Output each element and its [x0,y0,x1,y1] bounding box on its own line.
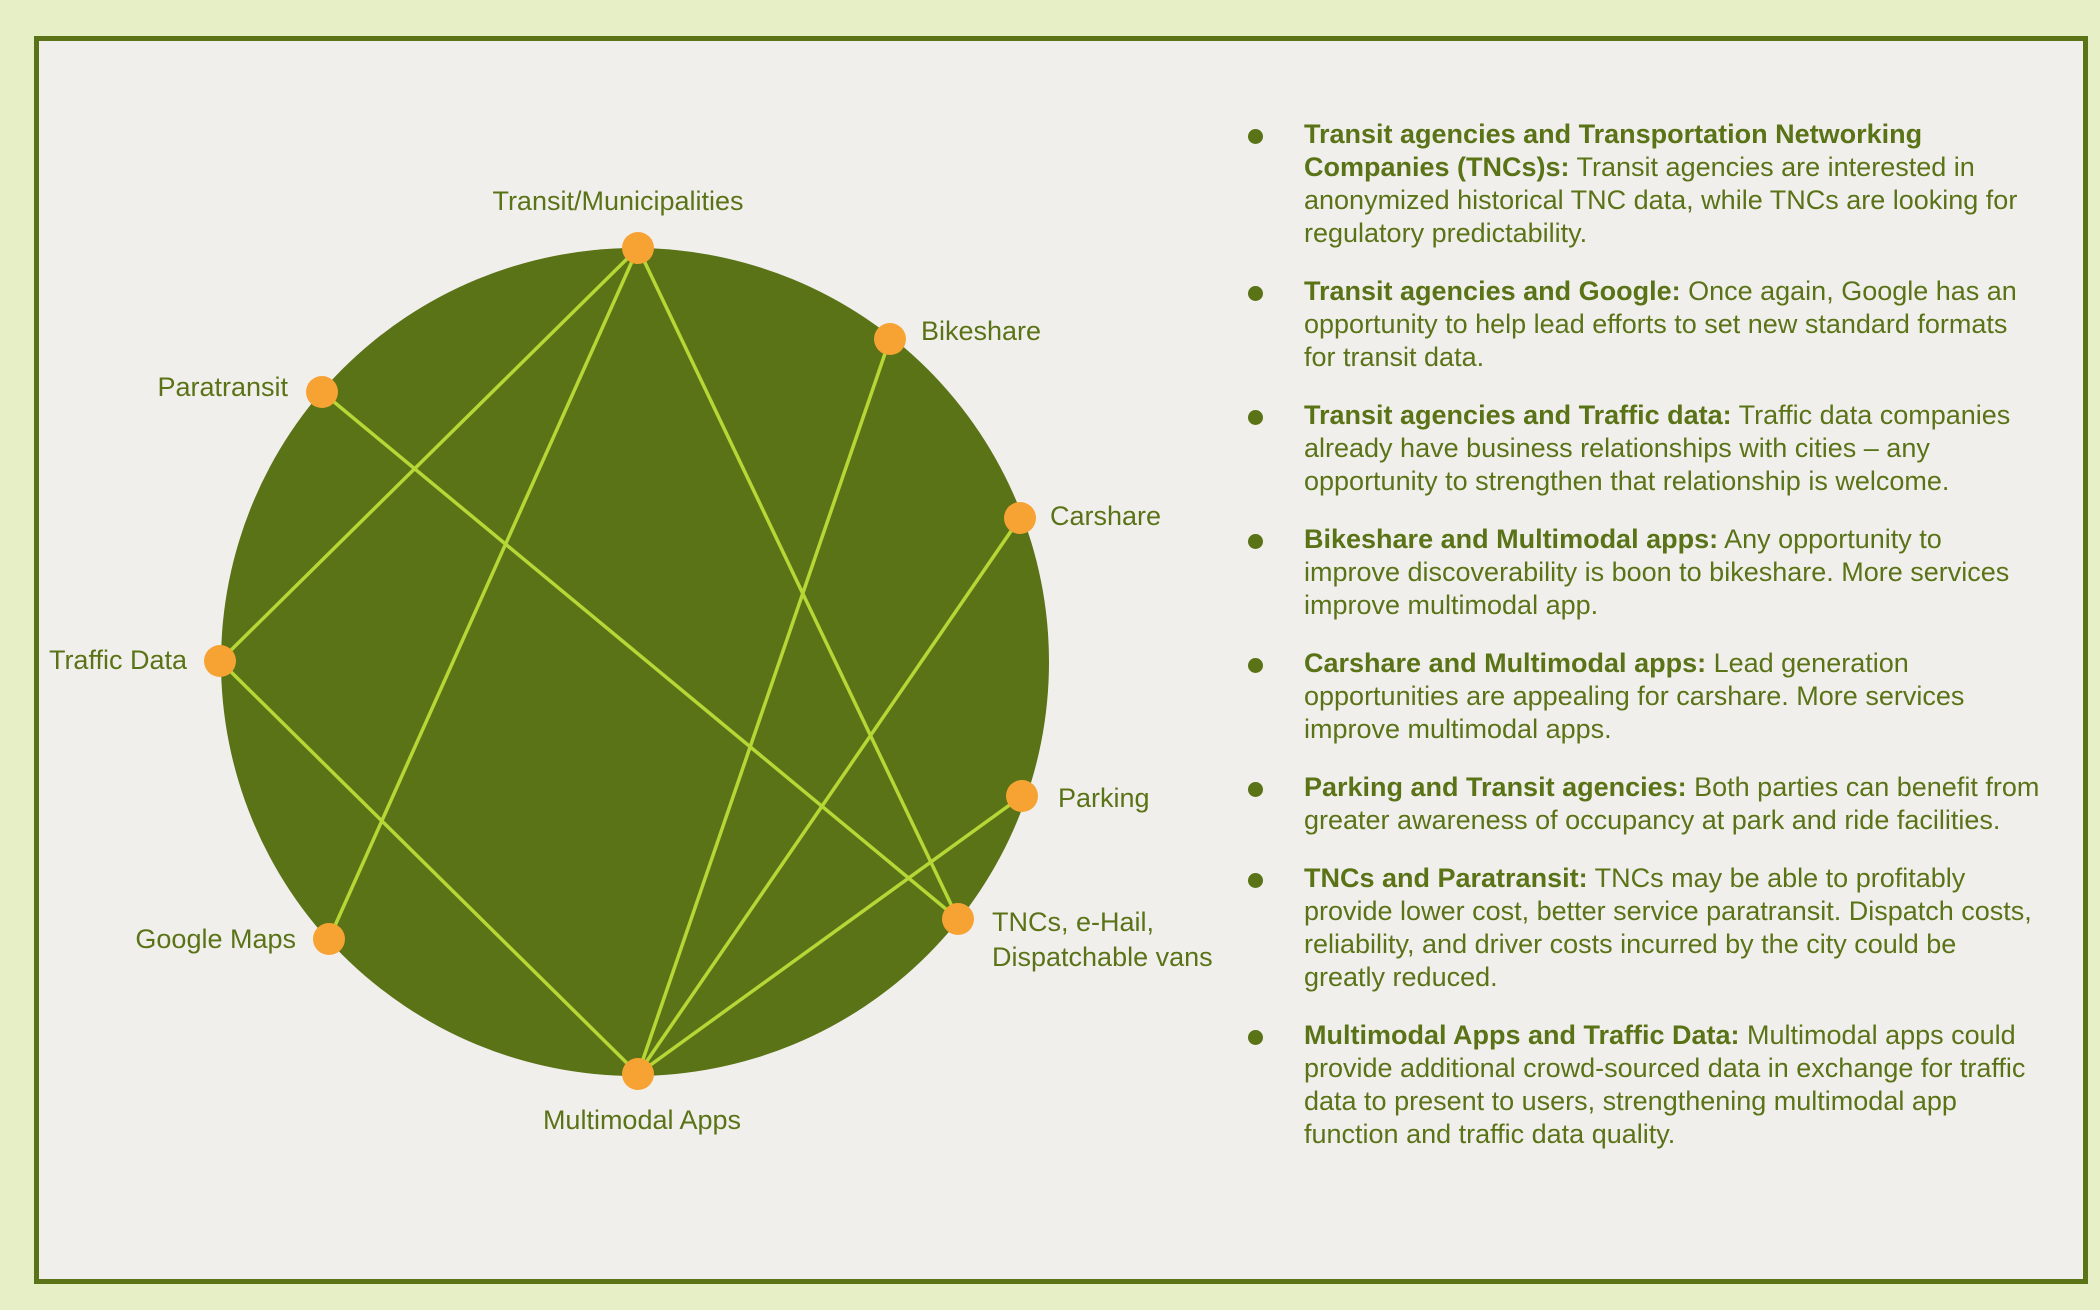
partnership-item: Transit agencies and Google: Once again,… [1240,275,2040,374]
stakeholder-labels: Transit/MunicipalitiesBikeshareCarshareP… [49,186,1213,1135]
node-label-parking: Parking [1058,783,1150,813]
partnership-term: Bikeshare and Multimodal apps: [1304,524,1719,554]
node-bikeshare [874,323,906,355]
node-label-tncs: TNCs, e-Hail, [992,907,1154,937]
partnership-description: Both parties can benefit from greater aw… [1304,772,2040,835]
partnership-description: Multimodal apps could provide additional… [1304,1020,2026,1149]
partnership-item: Parking and Transit agencies: Both parti… [1240,771,2040,837]
partnership-item: Transit agencies and Transportation Netw… [1240,118,2040,250]
bullet-icon [1248,782,1263,797]
node-google [313,923,345,955]
partnership-item: Carshare and Multimodal apps: Lead gener… [1240,647,2040,746]
partnership-term: Transit agencies and Transportation Netw… [1304,119,1923,182]
partnership-item: TNCs and Paratransit: TNCs may be able t… [1240,862,2040,994]
bullet-icon [1248,873,1263,888]
connection-line-carshare-multimodal [636,517,1022,1075]
node-label-multimodal: Multimodal Apps [543,1105,741,1135]
partnership-term: Transit agencies and Traffic data: [1304,400,1732,430]
node-label-tncs-line2: Dispatchable vans [992,942,1213,972]
partnership-term: Multimodal Apps and Traffic Data: [1304,1020,1740,1050]
bullet-icon [1248,534,1263,549]
connection-line-transit-google [327,247,640,940]
partnership-item: Bikeshare and Multimodal apps: Any oppor… [1240,523,2040,622]
node-label-traffic: Traffic Data [49,645,188,675]
partnership-term: TNCs and Paratransit: [1304,863,1588,893]
partnership-list: Transit agencies and Transportation Netw… [1240,118,2040,1176]
connection-line-parking-multimodal [636,794,1024,1076]
node-parking [1006,780,1038,812]
connection-line-traffic-multimodal [218,659,640,1076]
bullet-icon [1248,129,1263,144]
node-label-google: Google Maps [135,924,296,954]
node-label-transit: Transit/Municipalities [492,186,743,216]
partnership-description: TNCs may be able to profitably provide l… [1304,863,2032,992]
partnership-description: Traffic data companies already have busi… [1304,400,2011,496]
network-circle [221,248,1049,1076]
partnership-term: Parking and Transit agencies: [1304,772,1687,802]
node-carshare [1004,502,1036,534]
partnership-item: Transit agencies and Traffic data: Traff… [1240,399,2040,498]
partnership-term: Carshare and Multimodal apps: [1304,648,1707,678]
connection-lines [218,246,1024,1076]
node-paratransit [306,376,338,408]
node-tncs [942,903,974,935]
connection-line-bikeshare-multimodal [636,338,892,1075]
bullet-icon [1248,286,1263,301]
partnership-description: Transit agencies are interested in anony… [1304,152,2018,248]
stakeholder-nodes [204,232,1038,1090]
node-transit [622,232,654,264]
connection-line-transit-tncs [636,247,960,920]
node-label-bikeshare: Bikeshare [921,316,1041,346]
bullet-icon [1248,410,1263,425]
node-traffic [204,645,236,677]
partnership-description: Lead generation opportunities are appeal… [1304,648,1965,744]
partnership-item: Multimodal Apps and Traffic Data: Multim… [1240,1019,2040,1151]
bullet-icon [1248,658,1263,673]
node-label-paratransit: Paratransit [157,372,288,402]
partnership-description: Once again, Google has an opportunity to… [1304,276,2017,372]
partnership-term: Transit agencies and Google: [1304,276,1681,306]
bullet-icon [1248,1030,1263,1045]
connection-line-paratransit-tncs [320,390,960,921]
partnership-description: Any opportunity to improve discoverabili… [1304,524,2010,620]
connection-line-transit-traffic [218,246,640,663]
node-multimodal [622,1058,654,1090]
node-label-carshare: Carshare [1050,501,1161,531]
